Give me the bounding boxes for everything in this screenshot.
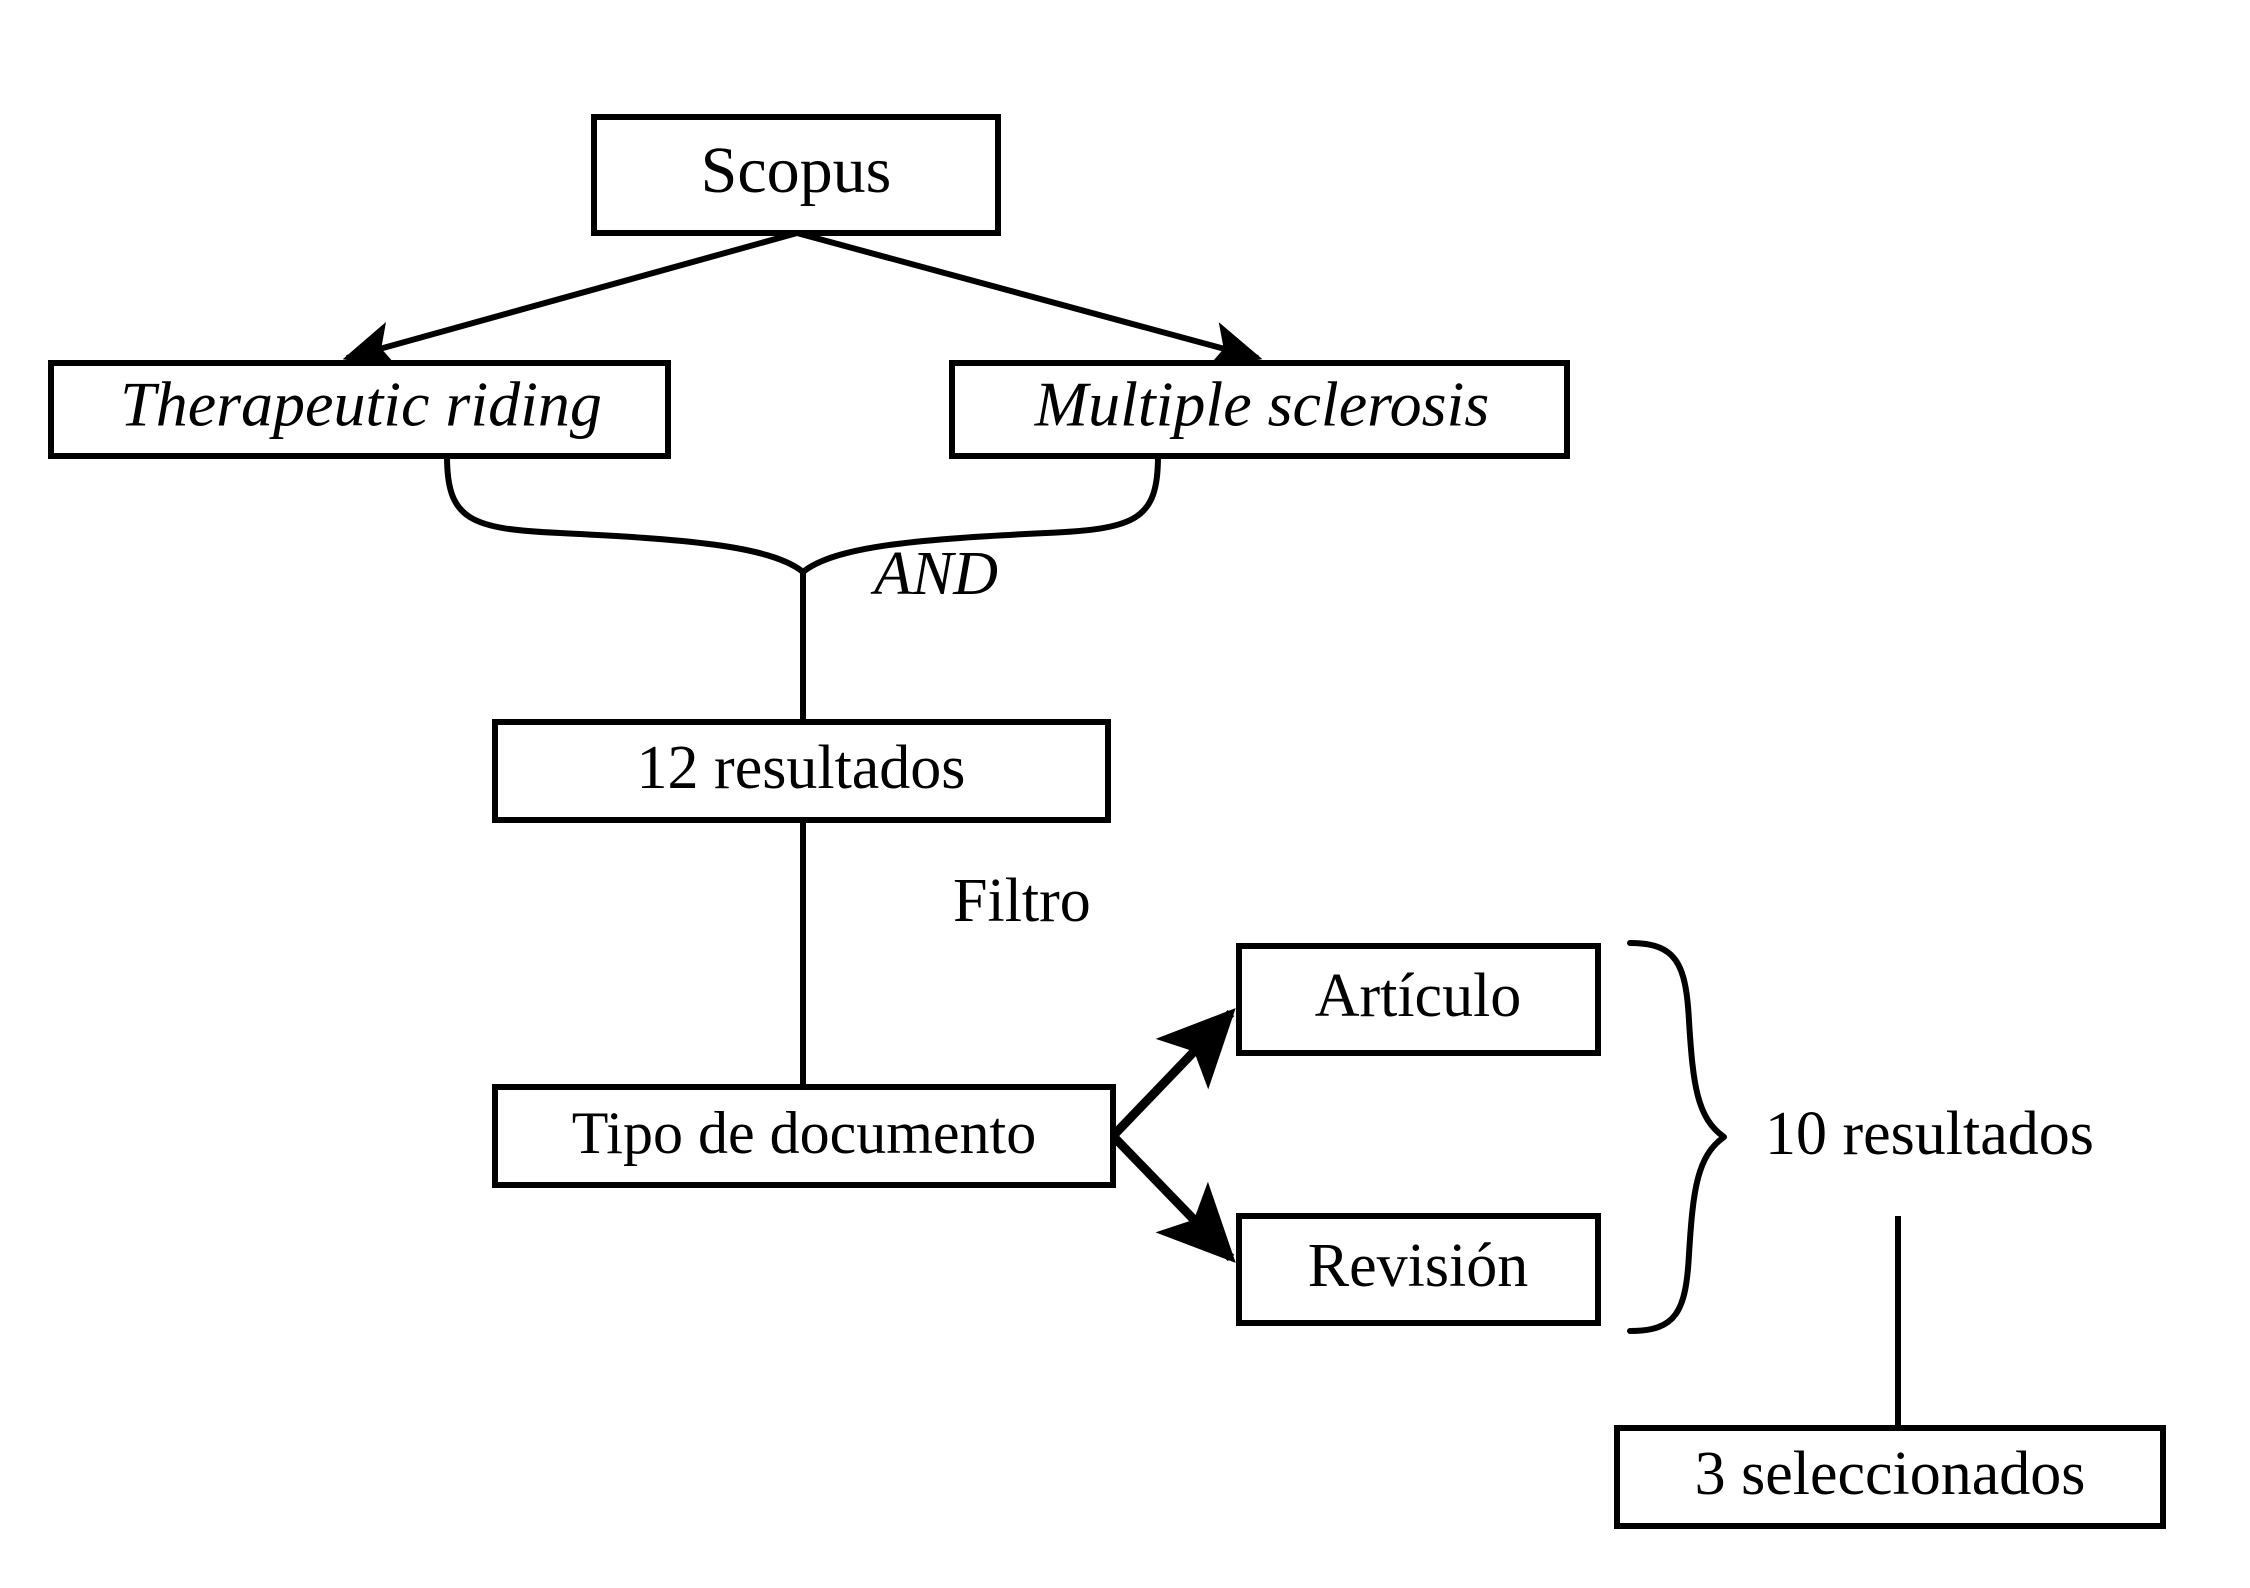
node-articulo-label: Artículo	[1315, 962, 1522, 1030]
node-scopus[interactable]: Scopus	[591, 114, 1001, 236]
label-filtro: Filtro	[953, 867, 1091, 935]
node-tipo-de-documento-label: Tipo de documento	[572, 1100, 1036, 1166]
brace-group-and-operator	[444, 453, 1161, 575]
node-therapeutic-riding-box[interactable]	[48, 360, 671, 459]
arrow-scopus-to-therapeutic-riding	[342, 230, 798, 369]
node-therapeutic-riding[interactable]: Therapeutic riding	[48, 360, 671, 459]
node-therapeutic-riding-label: Therapeutic riding	[120, 369, 602, 440]
node-revision[interactable]: Revisión	[1236, 1213, 1601, 1326]
node-multiple-sclerosis-label: Multiple sclerosis	[1034, 369, 1489, 440]
curly-brace-down	[444, 453, 1161, 575]
node-scopus-box[interactable]	[591, 114, 1001, 236]
brace-group-results-filtered	[1627, 940, 1727, 1334]
node-multiple-sclerosis-box[interactable]	[949, 360, 1570, 459]
node-seleccionados[interactable]: 3 seleccionados	[1614, 1425, 2166, 1529]
node-results-initial[interactable]: 12 resultados	[492, 719, 1111, 823]
connector-group-filter-to-doctypes	[1109, 1008, 1236, 1263]
node-revision-label: Revisión	[1308, 1232, 1528, 1300]
arrow-scopus-to-multiple-sclerosis	[796, 230, 1263, 370]
node-articulo[interactable]: Artículo	[1236, 943, 1601, 1056]
node-articulo-box[interactable]	[1236, 943, 1601, 1056]
node-seleccionados-box[interactable]	[1614, 1425, 2166, 1529]
curly-brace-right	[1627, 940, 1727, 1334]
arrow-filter-to-revision	[1109, 1132, 1236, 1263]
node-results-initial-box[interactable]	[492, 719, 1111, 823]
node-tipo-de-documento[interactable]: Tipo de documento	[492, 1084, 1116, 1188]
node-multiple-sclerosis[interactable]: Multiple sclerosis	[949, 360, 1570, 459]
node-seleccionados-label: 3 seleccionados	[1695, 1440, 2086, 1508]
node-results-initial-label: 12 resultados	[637, 734, 966, 802]
arrow-filter-to-articulo	[1109, 1008, 1236, 1140]
node-revision-box[interactable]	[1236, 1213, 1601, 1326]
label-and-operator: AND	[870, 540, 998, 608]
node-tipo-de-documento-box[interactable]	[492, 1084, 1116, 1188]
label-results-filtered: 10 resultados	[1765, 1100, 2094, 1168]
node-scopus-label: Scopus	[701, 134, 892, 207]
connector-group-source-to-terms	[342, 230, 1263, 370]
